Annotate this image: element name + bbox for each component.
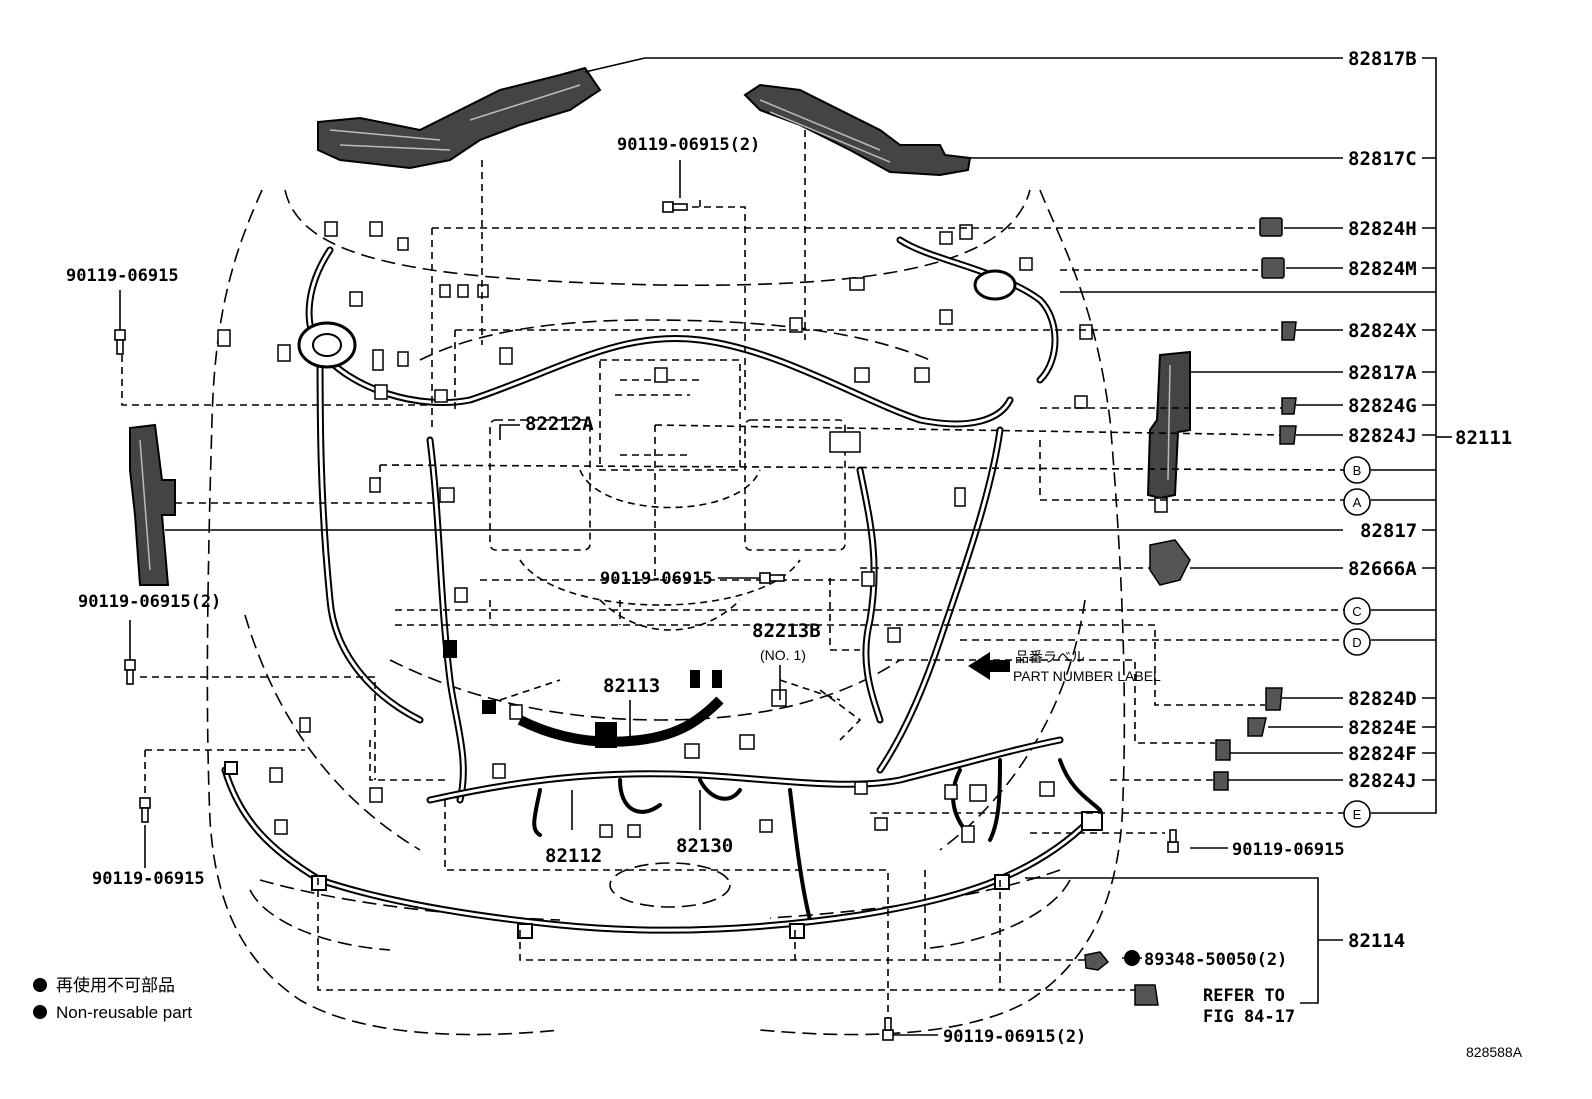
- bolt-icon: [662, 201, 688, 213]
- bolt-icon: [114, 329, 126, 355]
- svg-text:D: D: [1352, 635, 1361, 650]
- diagram-id: 828588A: [1466, 1044, 1523, 1060]
- ref-circle-e: E: [1343, 800, 1371, 828]
- label-82824f: 82824F: [1348, 743, 1417, 765]
- label-82817b: 82817B: [1348, 48, 1417, 70]
- svg-text:E: E: [1353, 807, 1362, 822]
- ref-circle-c: C: [1343, 597, 1371, 625]
- bolt-icon: [124, 659, 136, 685]
- label-82213b: 82213B: [752, 620, 821, 642]
- bolt-label-left-mid: 90119-06915(2): [78, 592, 221, 612]
- legend-en: Non-reusable part: [56, 1003, 192, 1022]
- label-82817: 82817: [1360, 520, 1417, 542]
- label-82824e: 82824E: [1348, 717, 1417, 739]
- label-82824j-bottom: 82824J: [1348, 770, 1417, 792]
- label-82824d: 82824D: [1348, 688, 1417, 710]
- bolt-icon: [882, 1017, 894, 1041]
- label-82817a: 82817A: [1348, 362, 1417, 384]
- center-labels: 82212A 82213B (NO. 1) 82113 82112 82130: [525, 413, 821, 867]
- ref-circle-d: D: [1343, 628, 1371, 656]
- part-number-label-en: PART NUMBER LABEL: [1013, 668, 1161, 684]
- label-82212a: 82212A: [525, 413, 594, 435]
- ref-circle-b: B: [1343, 456, 1371, 484]
- label-82824g: 82824G: [1348, 395, 1417, 417]
- label-82113: 82113: [603, 675, 660, 697]
- front-harness-82114: [221, 761, 1103, 939]
- label-82817c: 82817C: [1348, 148, 1417, 170]
- right-labels: 82817B 82817C 82824H 82824M 82824X 82817…: [1348, 48, 1512, 952]
- clips-right: [1084, 217, 1297, 1006]
- refer-line-2: FIG 84-17: [1203, 1007, 1295, 1027]
- arrow-left-icon: [968, 652, 1010, 680]
- legend: 再使用不可部品 Non-reusable part: [33, 975, 192, 1022]
- label-82824h: 82824H: [1348, 218, 1417, 240]
- svg-text:B: B: [1353, 463, 1362, 478]
- label-82666a: 82666A: [1348, 558, 1417, 580]
- refer-line-1: REFER TO: [1203, 986, 1285, 1006]
- grommets: [297, 269, 1017, 369]
- bolt-label-left-lower: 90119-06915: [92, 869, 205, 889]
- bolt-icon: [759, 572, 785, 584]
- label-82824m: 82824M: [1348, 258, 1417, 280]
- svg-text:A: A: [1353, 495, 1362, 510]
- harness-cover-82817: [129, 423, 176, 586]
- legend-dot-icon: [33, 978, 47, 992]
- bolt-label-right-lower: 90119-06915: [1232, 840, 1345, 860]
- non-reusable-dot-icon: [1124, 950, 1140, 966]
- bolt-label-bottom-center: 90119-06915(2): [943, 1027, 1086, 1047]
- label-82130: 82130: [676, 835, 733, 857]
- harness-cover-82817c: [743, 83, 972, 177]
- leader-lines: [121, 130, 1346, 1028]
- label-no1: (NO. 1): [760, 647, 806, 663]
- label-82112: 82112: [545, 845, 602, 867]
- bolt-icon: [139, 797, 151, 823]
- bolt-label-center: 90119-06915: [600, 569, 713, 589]
- connectors: [217, 221, 1093, 843]
- bolt-icon: [1167, 829, 1179, 853]
- engine-room-harness-82112: [426, 736, 1102, 922]
- label-82111-group: 82111: [1455, 427, 1512, 449]
- solid-leaders: [119, 57, 1452, 1036]
- ref-circle-a: A: [1343, 488, 1371, 516]
- legend-jp: 再使用不可部品: [56, 975, 175, 995]
- bolt-label-left-upper: 90119-06915: [66, 266, 179, 286]
- bolt-label-top-center: 90119-06915(2): [617, 135, 760, 155]
- bolt-labels: 90119-06915(2) 90119-06915 90119-06915(2…: [66, 135, 1345, 1047]
- legend-dot-icon: [33, 1005, 47, 1019]
- refer-to-note: REFER TO FIG 84-17: [1203, 986, 1295, 1027]
- clip-label-89348: 89348-50050(2): [1144, 950, 1287, 970]
- engine-harness-82113: [443, 640, 724, 748]
- harness-cover-82817b: [317, 66, 602, 170]
- circle-refs: B A C D E: [1343, 456, 1371, 828]
- label-82824j-top: 82824J: [1348, 425, 1417, 447]
- part-number-label-jp: 品番ラベル: [1015, 649, 1085, 665]
- vehicle-body-outline: [206, 189, 1126, 1036]
- svg-text:C: C: [1352, 604, 1361, 619]
- bolt-icons: [114, 201, 1179, 1041]
- harness-cover-82817a: [1146, 350, 1191, 513]
- label-82114: 82114: [1348, 930, 1405, 952]
- part-number-label-callout: 品番ラベル PART NUMBER LABEL: [968, 649, 1161, 684]
- label-82824x: 82824X: [1348, 320, 1417, 342]
